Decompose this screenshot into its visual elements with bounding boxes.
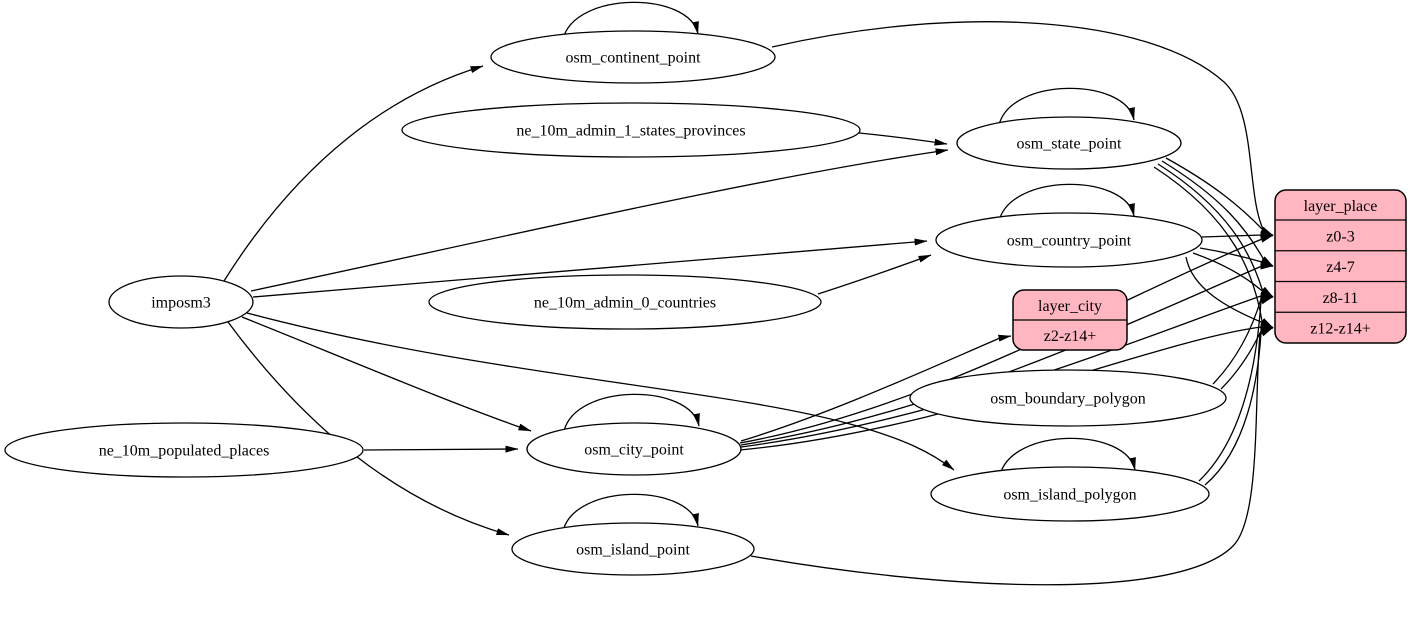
edge-osm_state_point-to-layer_place-z4-7 [1161, 160, 1274, 267]
edge-osm_island_polygon-to-osm_island_polygon [999, 437, 1136, 476]
edge-osm_city_point-to-layer_place-z4-7 [740, 262, 1274, 446]
node-ne_10m_populated_places: ne_10m_populated_places [4, 422, 364, 478]
edge-osm_country_point-to-layer_place-z8-11 [1192, 252, 1274, 298]
edge-osm_country_point-to-layer_place-z4-7 [1199, 247, 1274, 267]
layer-title: layer_city [1038, 298, 1102, 315]
layer-zoom-row: z2-z14+ [1044, 328, 1097, 345]
node-ne_10m_admin_0_countries: ne_10m_admin_0_countries [428, 274, 822, 330]
table-ellipse [428, 274, 822, 330]
layer-zoom-row: z4-7 [1326, 259, 1354, 276]
edge-osm_island_point-to-osm_island_point [562, 493, 699, 532]
table-ellipse [490, 30, 776, 84]
edge-osm_country_point-to-layer_place-z12-z14+ [1185, 256, 1274, 329]
edge-imposm3-to-osm_island_polygon [246, 312, 955, 471]
edge-ne_10m_admin_0_countries-to-osm_country_point [817, 254, 932, 295]
table-ellipse [909, 369, 1227, 427]
table-label: osm_continent_point [565, 50, 701, 67]
table-ellipse [930, 466, 1210, 522]
table-ellipse [526, 422, 742, 476]
edge-imposm3-to-osm_country_point [252, 238, 928, 298]
edge-ne_10m_populated_places-to-osm_city_point [363, 445, 519, 453]
table-label: osm_boundary_polygon [990, 391, 1146, 408]
table-label: imposm3 [151, 295, 211, 312]
edge-osm_island_point-to-layer_place-z12-z14+ [750, 327, 1274, 586]
table-label: osm_island_point [576, 542, 690, 559]
edge-osm_island_polygon-to-layer_place-z12-z14+ [1204, 327, 1274, 486]
node-imposm3: imposm3 [108, 275, 254, 329]
layer-zoom-row: z0-3 [1326, 228, 1354, 245]
table-label: osm_country_point [1007, 233, 1132, 250]
node-layer_city: layer_city z2-z14+ [1012, 289, 1128, 351]
edge-osm_continent_point-to-layer_place-z0-3 [771, 21, 1274, 236]
edge-osm_continent_point-to-osm_continent_point [562, 1, 699, 40]
table-label: ne_10m_populated_places [99, 443, 270, 460]
table-label: osm_island_polygon [1003, 487, 1136, 504]
node-ne_10m_admin_1_states_provinces: ne_10m_admin_1_states_provinces [401, 102, 861, 158]
layer-zoom-row: z12-z14+ [1310, 321, 1371, 338]
edge-osm_island_polygon-to-layer_place-z8-11 [1198, 296, 1274, 482]
edge-osm_country_point-to-osm_country_point [998, 183, 1135, 222]
edge-osm_city_point-to-layer_city-z2-z14+ [740, 334, 1012, 442]
table-label: osm_city_point [584, 442, 684, 459]
edge-imposm3-to-osm_state_point [250, 148, 949, 292]
table-ellipse [4, 422, 364, 478]
edge-osm_state_point-to-layer_place-z8-11 [1157, 163, 1274, 298]
table-ellipse [401, 102, 861, 158]
edge-osm_state_point-to-osm_state_point [998, 87, 1135, 126]
table-ellipse [108, 275, 254, 329]
table-ellipse [511, 522, 755, 576]
table-label: ne_10m_admin_1_states_provinces [516, 123, 745, 140]
node-osm_country_point: osm_country_point [935, 212, 1203, 268]
node-layer_place: layer_place z0-3 z4-7 z8-11 z12-z14+ [1274, 189, 1407, 344]
edge-osm_state_point-to-layer_place-z0-3 [1165, 157, 1274, 236]
edge-imposm3-to-osm_continent_point [223, 65, 484, 282]
node-osm_continent_point: osm_continent_point [490, 30, 776, 84]
layer-zoom-row: z8-11 [1323, 290, 1359, 307]
table-ellipse [956, 116, 1182, 170]
edge-imposm3-to-osm_city_point [241, 316, 532, 432]
table-label: ne_10m_admin_0_countries [534, 295, 716, 312]
layer-title: layer_place [1304, 198, 1378, 215]
node-osm_city_point: osm_city_point [526, 422, 742, 476]
edge-osm_city_point-to-osm_city_point [563, 393, 700, 432]
table-ellipse [935, 212, 1203, 268]
node-osm_island_point: osm_island_point [511, 522, 755, 576]
table-label: osm_state_point [1017, 136, 1122, 153]
node-osm_boundary_polygon: osm_boundary_polygon [909, 369, 1227, 427]
node-osm_state_point: osm_state_point [956, 116, 1182, 170]
node-osm_island_polygon: osm_island_polygon [930, 466, 1210, 522]
edge-ne_10m_admin_1_states_provinces-to-osm_state_point [858, 132, 948, 146]
edge-osm_boundary_polygon-to-layer_place-z12-z14+ [1220, 326, 1274, 390]
layer-record-box [1274, 189, 1407, 344]
